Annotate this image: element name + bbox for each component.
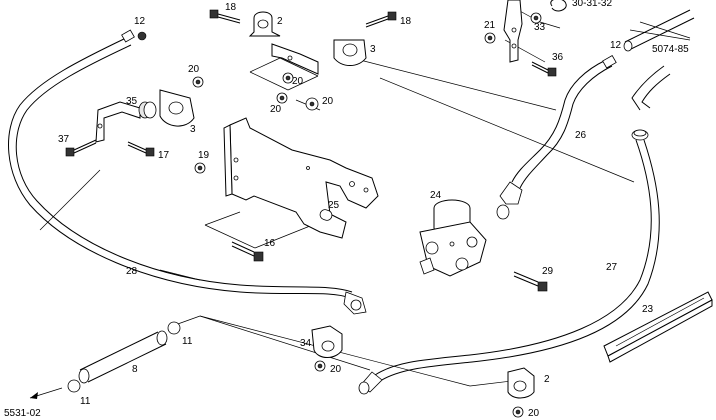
label-20-f: 20 xyxy=(528,408,540,419)
label-3-top: 3 xyxy=(370,44,376,55)
strip-23 xyxy=(603,291,713,363)
label-20-e: 20 xyxy=(330,364,342,375)
label-3-left: 3 xyxy=(190,124,196,135)
bushing-35 xyxy=(138,101,157,119)
label-20-d: 20 xyxy=(322,96,334,107)
label-28: 28 xyxy=(126,266,138,277)
label-2-top: 2 xyxy=(277,16,283,27)
tube-8 xyxy=(78,330,168,384)
label-11-top: 11 xyxy=(182,336,193,347)
label-21: 21 xyxy=(484,20,496,31)
part-labels: 12 18 2 18 3 21 33 20 20 20 20 35 3 36 1… xyxy=(4,0,689,419)
bolt-17 xyxy=(127,141,155,157)
bracket-right-vertical xyxy=(503,0,523,63)
nut-20-f xyxy=(512,406,524,418)
bracket-25 xyxy=(223,117,379,239)
label-25: 25 xyxy=(328,200,340,211)
label-35: 35 xyxy=(126,96,138,107)
nut-20-c xyxy=(276,92,288,104)
bracket-small-top xyxy=(271,43,319,75)
label-20-c: 20 xyxy=(270,104,282,115)
drawing-number: 5531-02 xyxy=(4,408,41,419)
label-12-top-left: 12 xyxy=(134,16,146,27)
clip-30-31-32 xyxy=(550,0,567,12)
label-33: 33 xyxy=(534,22,546,33)
nut-20-b xyxy=(282,72,294,84)
label-23: 23 xyxy=(642,304,654,315)
bolt-18-right xyxy=(365,11,397,28)
clamp-34 xyxy=(311,325,343,358)
label-29: 29 xyxy=(542,266,554,277)
label-20-a: 20 xyxy=(188,64,200,75)
nut-20-a xyxy=(192,76,204,88)
label-20-b: 20 xyxy=(292,76,304,87)
nut-33 xyxy=(530,12,542,24)
bracket-35-mount xyxy=(95,101,141,143)
label-24: 24 xyxy=(430,190,442,201)
bolt-29 xyxy=(513,271,548,292)
bolt-37 xyxy=(65,139,97,157)
bolt-18-left xyxy=(209,9,241,24)
cross-ref-30-31-32: 30-31-32 xyxy=(572,0,612,9)
nut-21 xyxy=(484,32,496,44)
label-19: 19 xyxy=(198,150,210,161)
label-37: 37 xyxy=(58,134,70,145)
label-16: 16 xyxy=(264,238,276,249)
nut-20-d xyxy=(305,97,319,111)
clamp-3-left xyxy=(159,89,195,127)
nut-19 xyxy=(194,162,206,174)
label-18-right: 18 xyxy=(400,16,412,27)
tube-5074-85 xyxy=(623,9,695,111)
valve-24 xyxy=(419,199,487,277)
clamp-2-top xyxy=(248,11,281,37)
clamp-2-bottom xyxy=(507,367,535,399)
hose-26 xyxy=(496,54,617,220)
label-36: 36 xyxy=(552,52,564,63)
clamp-ring-11-top xyxy=(167,321,181,335)
label-12-right: 12 xyxy=(610,40,622,51)
clamp-3-top xyxy=(333,39,367,66)
label-26: 26 xyxy=(575,130,587,141)
cross-ref-5074-85: 5074-85 xyxy=(652,44,689,55)
hose-27 xyxy=(358,129,660,395)
label-8: 8 xyxy=(132,364,138,375)
label-27: 27 xyxy=(606,262,618,273)
nut-20-e xyxy=(314,360,326,372)
nut-12-left xyxy=(137,31,147,41)
bolt-16 xyxy=(231,241,264,262)
label-2-bottom: 2 xyxy=(544,374,550,385)
direction-arrow xyxy=(29,387,63,399)
label-17: 17 xyxy=(158,150,170,161)
hose-28 xyxy=(8,29,367,315)
bolt-36 xyxy=(531,61,557,77)
label-11-bottom: 11 xyxy=(80,396,91,407)
clamp-ring-11-bottom xyxy=(67,379,81,393)
label-34: 34 xyxy=(300,338,312,349)
label-18-left: 18 xyxy=(225,2,237,13)
